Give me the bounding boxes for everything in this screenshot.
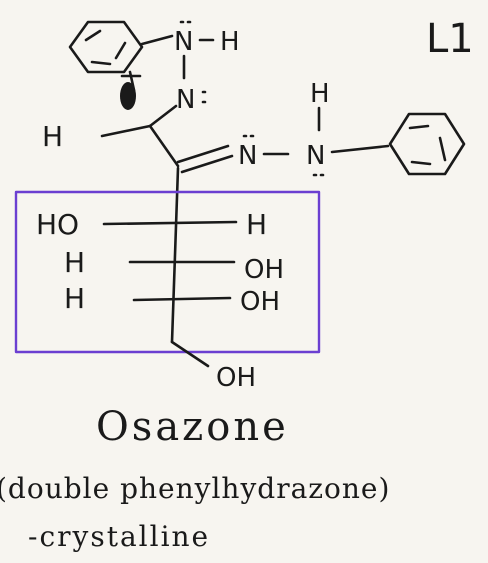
top-nh-hydrogen: H (220, 27, 240, 57)
phenyl-n-bond-top (140, 34, 174, 46)
c1-c2-bond (148, 124, 180, 168)
c2-nh-nitrogen: N (306, 141, 325, 171)
row-2-left: H (64, 246, 85, 279)
row-1-right: H (246, 208, 267, 241)
stereocenter-box (14, 190, 321, 354)
row-1-left: HO (36, 208, 79, 241)
c6-oh-bond (170, 340, 210, 368)
right-phenyl-ring (388, 112, 466, 176)
c2-nh-hydrogen: H (310, 79, 330, 109)
row-1-bond (102, 220, 238, 226)
c1-h-bond (100, 124, 152, 138)
caption-title: Osazone (96, 404, 289, 450)
scribble-blot (120, 70, 142, 110)
row-3-right: OH (240, 287, 280, 317)
top-phenyl-ring (68, 20, 144, 74)
caption-subtitle: (double phenylhydrazone) (0, 472, 391, 505)
c2-n-double-bond-b (180, 154, 234, 174)
carbon-backbone (170, 166, 180, 344)
row-2-right: OH (244, 255, 284, 285)
c2-n-double-bond-a (176, 144, 230, 164)
c6-hydroxyl: OH (216, 363, 256, 393)
caption-note: -crystalline (28, 520, 211, 553)
row-3-bond (132, 296, 232, 302)
phenyl-n-bond-c2 (330, 144, 390, 154)
c1-hydrogen: H (42, 120, 63, 153)
top-nh-nitrogen: N (174, 27, 193, 57)
top-imine-nitrogen: N (176, 85, 195, 115)
c1-n-bond (148, 104, 178, 128)
row-3-left: H (64, 282, 85, 315)
c2-imine-nitrogen: N (238, 141, 257, 171)
page-label: L1 (426, 16, 474, 62)
